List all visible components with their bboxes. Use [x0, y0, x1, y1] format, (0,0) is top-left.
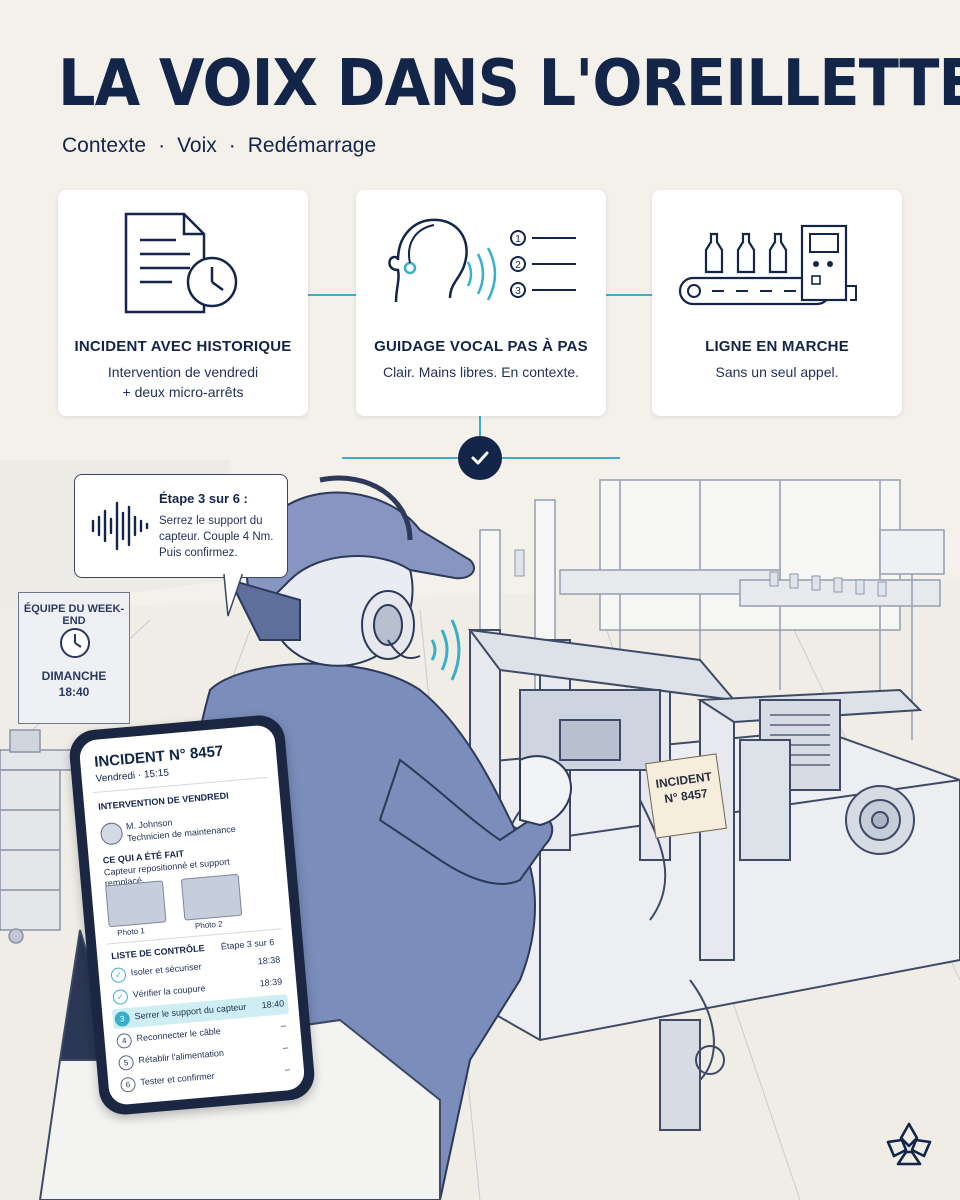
subtitle-voice: Voix [177, 134, 217, 157]
bubble-tail [223, 574, 244, 617]
document-clock-icon [124, 212, 238, 314]
card-voice-guidance: 1 2 3 GUIDAGE VOCAL PAS À PAS Clair. Mai… [356, 190, 606, 416]
brand-logo-icon [886, 1122, 932, 1166]
step-number: 2 [515, 260, 521, 271]
step-number-badge: 6 [119, 1076, 137, 1093]
card-description: Clair. Mains libres. En contexte. [382, 364, 580, 380]
card-connector [604, 294, 652, 296]
avatar [99, 821, 124, 846]
weekend-shift-time: 18:40 [58, 685, 90, 699]
page-title: LA VOIX DANS L'OREILLETTE [58, 47, 960, 121]
voice-guidance-icon: 1 2 3 [388, 218, 576, 303]
card-title: INCIDENT AVEC HISTORIQUE [74, 338, 292, 355]
check-icon: ✓ [110, 967, 127, 984]
step-number-badge: 5 [118, 1054, 135, 1071]
voice-step-title: Étape 3 sur 6 : [159, 491, 248, 506]
step-number-badge: 4 [116, 1032, 133, 1050]
step-number: 3 [515, 286, 521, 297]
phone-screen[interactable]: INCIDENT N° 8457 Vendredi · 15:15 INTERV… [78, 724, 306, 1106]
section-intervention: INTERVENTION DE VENDREDI [97, 790, 230, 812]
intervention-photo[interactable] [180, 873, 243, 921]
weekend-shift-title: ÉQUIPE DU WEEK-END [23, 603, 125, 627]
card-description: Sans un seul appel. [715, 364, 839, 380]
card-connector [308, 294, 356, 296]
card-incident-history: INCIDENT AVEC HISTORIQUE Intervention de… [58, 190, 308, 416]
subtitle-restart: Redémarrage [247, 134, 377, 157]
voice-speech-bubble: Étape 3 sur 6 : Serrez le support du cap… [74, 474, 288, 578]
audio-waveform-icon [91, 501, 149, 551]
card-line-running: LIGNE EN MARCHE Sans un seul appel. [652, 190, 902, 416]
card-connector [479, 416, 481, 438]
machine-incident-tag: INCIDENT N° 8457 [645, 753, 727, 839]
intervention-photo[interactable] [105, 880, 167, 928]
incident-title: INCIDENT N° 8457 [93, 742, 224, 771]
photo-caption: Photo 1 [116, 926, 146, 938]
voice-step-instruction: Serrez le support du capteur. Couple 4 N… [159, 515, 274, 559]
step-number-badge: 3 [114, 1010, 131, 1028]
smartphone: INCIDENT N° 8457 Vendredi · 15:15 INTERV… [67, 713, 317, 1117]
check-icon: ✓ [112, 988, 129, 1006]
subtitle-context: Contexte [62, 134, 147, 157]
photo-caption: Photo 2 [194, 919, 223, 931]
card-title: GUIDAGE VOCAL PAS À PAS [374, 338, 588, 355]
weekend-shift-sign: ÉQUIPE DU WEEK-END DIMANCHE 18:40 [18, 592, 130, 724]
card-title: LIGNE EN MARCHE [705, 338, 849, 355]
checklist-step-indicator: Étape 3 sur 6 [220, 936, 275, 952]
weekend-shift-day: DIMANCHE [41, 669, 107, 683]
subtitle-separator: · [158, 134, 166, 157]
step-number: 1 [515, 234, 521, 245]
incident-date: Vendredi · 15:15 [95, 767, 170, 785]
check-icon [458, 436, 502, 480]
clock-icon [60, 628, 90, 658]
bottling-line-icon [678, 224, 857, 306]
subtitle-separator: · [228, 134, 236, 157]
card-description: Intervention de vendredi + deux micro-ar… [107, 364, 259, 400]
page-subtitle: Contexte · Voix · Redémarrage [62, 134, 376, 158]
